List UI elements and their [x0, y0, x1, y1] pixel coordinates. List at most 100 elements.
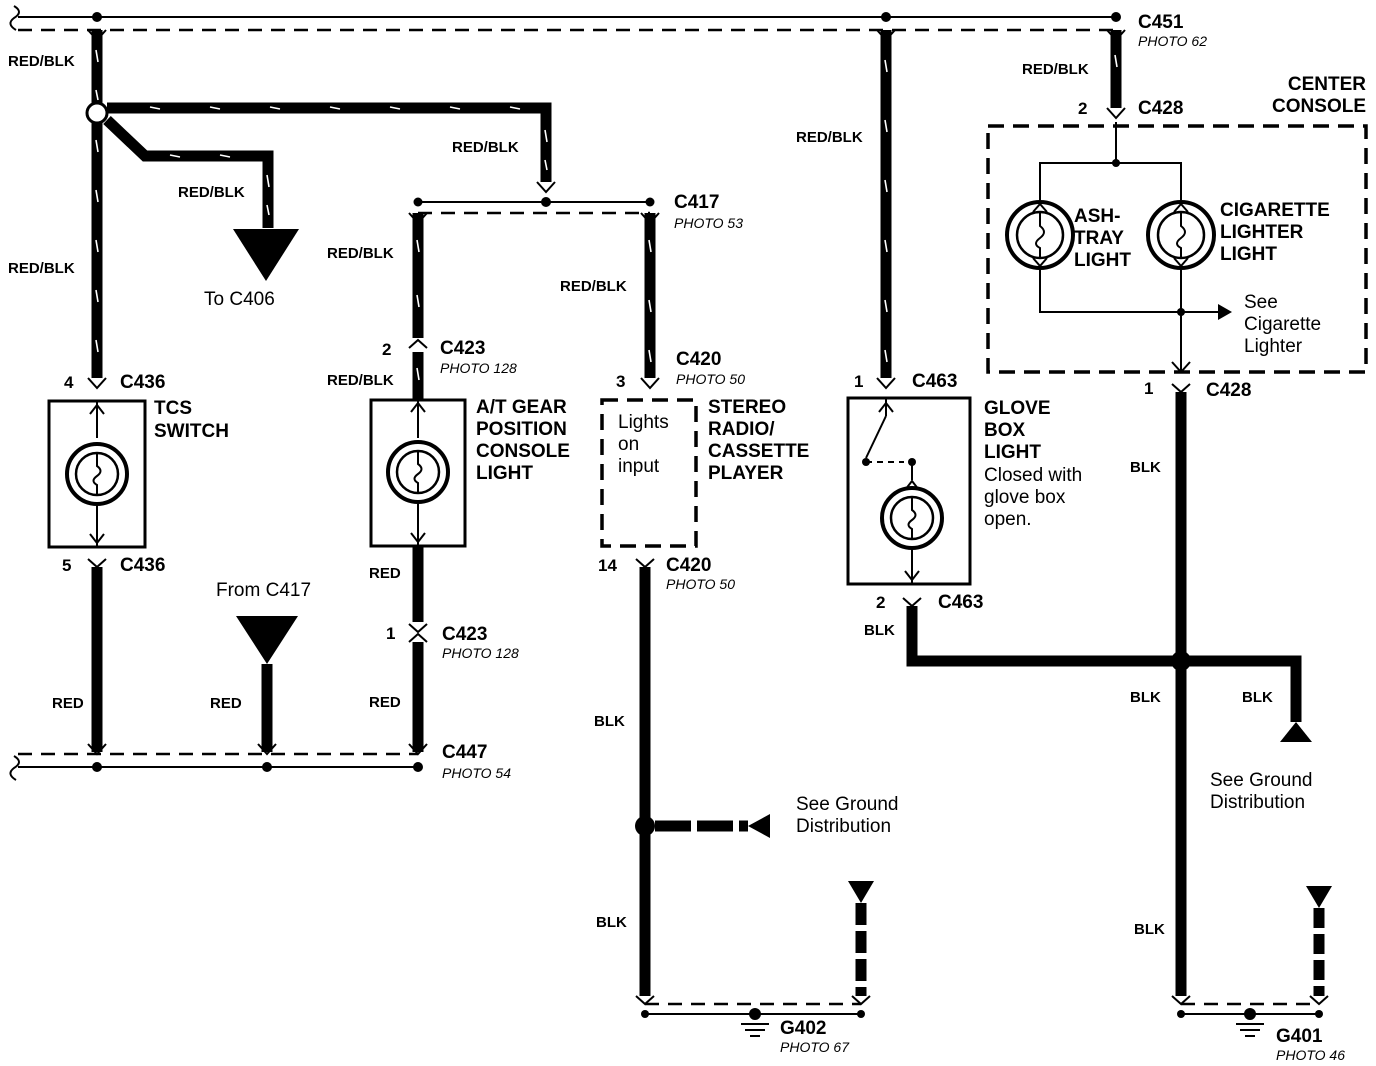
ashtray-light-label-3: LIGHT [1074, 250, 1131, 271]
ground-g401-photo: PHOTO 46 [1276, 1047, 1345, 1063]
from-c417-label: From C417 [216, 580, 311, 601]
wire-color-label: RED/BLK [796, 129, 863, 146]
center-console-box [986, 124, 1368, 374]
ground-dist-right-2: Distribution [1210, 792, 1305, 813]
reference-c-letter: C [260, 236, 273, 256]
wire-stripe-marks [95, 49, 1118, 381]
cigarette-light-label-1: CIGARETTE [1220, 200, 1330, 221]
wire-color-label: RED [369, 565, 401, 582]
cigarette-light-label-2: LIGHTER [1220, 222, 1304, 243]
see-cigarette-lighter-3: Lighter [1244, 336, 1303, 357]
connector-c420-top-pin: 3 [616, 372, 625, 391]
ground-dist-left-wire [635, 814, 770, 838]
connector-c436-bottom-pin: 5 [62, 556, 71, 575]
ashtray-bulb-icon [1005, 200, 1075, 270]
connector-c423-bottom-photo: PHOTO 128 [442, 645, 519, 661]
cigarette-lighter-bulb-icon [1146, 200, 1216, 270]
connector-c463-bottom-pin: 2 [876, 593, 885, 612]
glove-box-note-2: glove box [984, 487, 1066, 508]
stereo-label-2: RADIO/ [708, 419, 775, 440]
wire-blk-glove-junction [902, 597, 1312, 742]
tcs-switch-label-1: TCS [154, 398, 192, 419]
splice-dot [92, 12, 102, 22]
glove-box-note-3: open. [984, 509, 1032, 530]
connector-c417-photo: PHOTO 53 [674, 215, 743, 231]
connector-c428-pin: 2 [1078, 99, 1087, 118]
wire-color-label: RED/BLK [452, 139, 519, 156]
wire-color-label: BLK [1130, 459, 1161, 476]
connector-c436-top-label: C436 [120, 372, 165, 393]
connector-c447-photo: PHOTO 54 [442, 765, 511, 781]
connector-c417-label: C417 [674, 192, 719, 213]
glove-box-label-3: LIGHT [984, 442, 1041, 463]
wire-red-blk-c423 [408, 212, 428, 338]
stereo-note-2: on [618, 434, 639, 455]
connector-c428-top-label: C428 [1138, 98, 1183, 119]
ground-dist-right-1: See Ground [1210, 770, 1312, 791]
stereo-note-1: Lights [618, 412, 669, 433]
connector-c428-bottom-pin: 1 [1144, 379, 1153, 398]
cigarette-light-label-3: LIGHT [1220, 244, 1277, 265]
connector-c463-top-pin: 1 [854, 372, 863, 391]
ground-dist-left-1: See Ground [796, 794, 898, 815]
wire-color-label: RED/BLK [1022, 61, 1089, 78]
wire-red-blk-tcs [87, 29, 107, 378]
g401-ground [1177, 886, 1332, 1037]
wire-color-label: RED/BLK [327, 245, 394, 262]
connector-c420-bottom-photo: PHOTO 50 [666, 576, 735, 592]
reference-d-triangle [236, 616, 298, 664]
at-gear-label-3: CONSOLE [476, 441, 570, 462]
wire-color-label: BLK [596, 914, 627, 931]
reference-d-letter: D [261, 622, 273, 641]
wire-color-label: BLK [1242, 689, 1273, 706]
at-gear-label-2: POSITION [476, 419, 567, 440]
connector-c423-bottom-label: C423 [442, 624, 487, 645]
ground-g401-label: G401 [1276, 1026, 1323, 1047]
connector-c447-label: C447 [442, 742, 487, 763]
connector-c423-top-photo: PHOTO 128 [440, 360, 517, 376]
wire-color-label: RED/BLK [178, 184, 245, 201]
wire-color-label: BLK [1134, 921, 1165, 938]
wire-color-label: RED [369, 694, 401, 711]
ashtray-light-label-2: TRAY [1074, 228, 1124, 249]
wire-color-label: RED/BLK [8, 53, 75, 70]
glove-box-label-1: GLOVE [984, 398, 1051, 419]
connector-c420-top-label: C420 [676, 349, 721, 370]
wire-color-label: BLK [594, 713, 625, 730]
connector-c423-top-label: C423 [440, 338, 485, 359]
see-cigarette-lighter-1: See [1244, 292, 1278, 313]
stereo-label-4: PLAYER [708, 463, 784, 484]
wire-red-blk-console [1106, 29, 1126, 120]
splice-dot [1111, 12, 1121, 22]
connector-c451-photo: PHOTO 62 [1138, 33, 1207, 49]
glove-box-bulb-icon [880, 479, 944, 584]
wire-to-c406 [103, 116, 274, 228]
wire-blk-c428-g401 [1171, 383, 1191, 1006]
connector-c428-bottom-label: C428 [1206, 380, 1251, 401]
wire-color-label: BLK [864, 622, 895, 639]
at-gear-label-1: A/T GEAR [476, 397, 567, 418]
splice-node [85, 101, 109, 125]
stereo-note-3: input [618, 456, 660, 477]
ashtray-light-label-1: ASH- [1074, 206, 1120, 227]
center-console-title-2: CONSOLE [1272, 96, 1366, 117]
stereo-label-3: CASSETTE [708, 441, 809, 462]
ground-g402-photo: PHOTO 67 [780, 1039, 850, 1055]
connector-c463-top-label: C463 [912, 371, 957, 392]
connector-c436-top-pin: 4 [64, 373, 74, 392]
center-console-title-1: CENTER [1288, 74, 1366, 95]
wire-red-blk-to-c417 [107, 102, 556, 194]
connector-c423-bottom-pin: 1 [386, 624, 395, 643]
stereo-radio-box [600, 398, 698, 548]
connector-c420-top-photo: PHOTO 50 [676, 371, 745, 387]
wire-color-label: RED/BLK [560, 278, 627, 295]
ground-dist-left-2: Distribution [796, 816, 891, 837]
reference-c-triangle [233, 229, 299, 281]
wire-red-blk-glove [876, 29, 896, 378]
connector-c420-bottom-pin: 14 [598, 556, 617, 575]
tcs-bulb-icon [65, 401, 129, 547]
connector-c436-bottom-label: C436 [120, 555, 165, 576]
glove-box-note-1: Closed with [984, 465, 1082, 486]
at-gear-bulb-icon [386, 400, 450, 546]
